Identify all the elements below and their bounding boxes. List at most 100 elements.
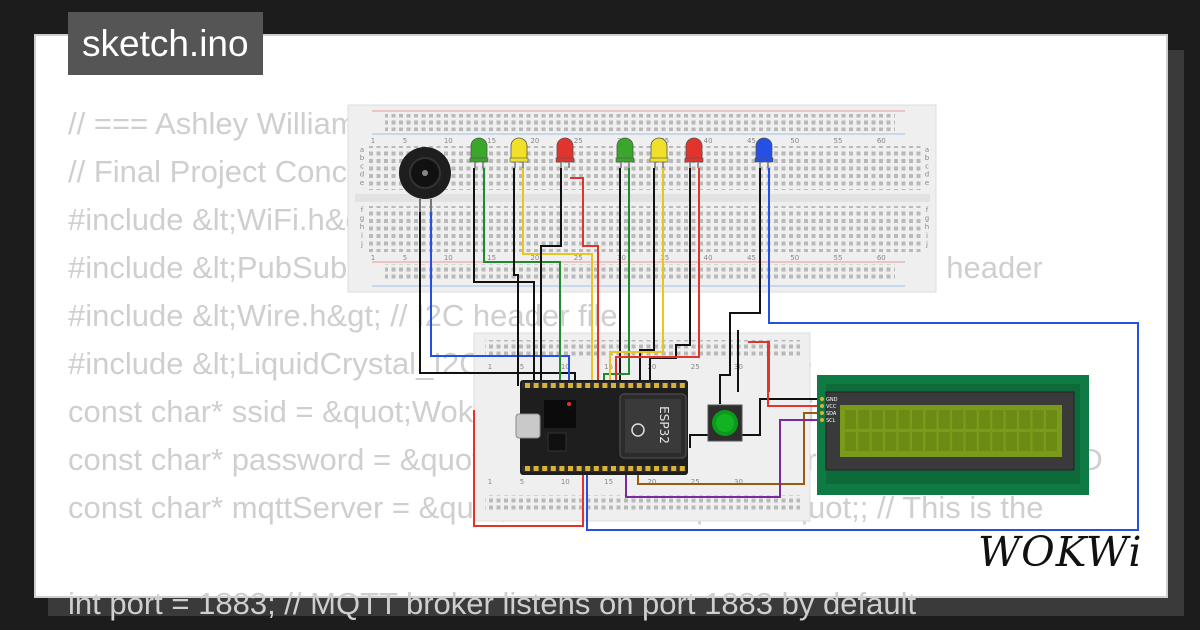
breadboard-column-number: 15 <box>487 137 496 145</box>
breadboard-column-number: 1 <box>488 363 492 371</box>
lcd-char-cell <box>952 410 964 429</box>
esp32-pin <box>671 466 677 471</box>
breadboard-row-letter: f <box>926 206 929 214</box>
breadboard-column-number: 15 <box>604 478 613 486</box>
breadboard-column-number: 25 <box>691 363 700 371</box>
breadboard-column-number: 1 <box>371 137 375 145</box>
led <box>754 137 774 168</box>
lcd-char-cell <box>1005 410 1017 429</box>
esp32-pin <box>662 383 668 388</box>
breadboard-row-letter: i <box>361 232 363 240</box>
breadboard-row-letter: a <box>925 146 929 154</box>
esp32-pin <box>533 383 539 388</box>
lcd-char-cell <box>979 432 990 451</box>
esp32-pin <box>679 383 685 388</box>
breadboard-column-number: 25 <box>574 254 583 262</box>
esp32-pin <box>533 466 539 471</box>
led <box>509 137 529 168</box>
esp32-pin <box>628 383 634 388</box>
breadboard-column-number: 5 <box>520 478 524 486</box>
esp32-pin <box>654 383 659 388</box>
lcd-char-cell <box>871 432 883 451</box>
breadboard-row-letter: j <box>925 240 928 248</box>
breadboard-row-letter: f <box>361 206 364 214</box>
lcd-char-cell <box>1019 410 1031 429</box>
breadboard-column-number: 20 <box>647 363 656 371</box>
lcd-pin <box>820 411 824 415</box>
esp32-pin <box>636 466 642 471</box>
lcd-char-cell <box>885 432 897 451</box>
breadboard-column-number: 25 <box>574 137 583 145</box>
esp32-pin <box>550 466 556 471</box>
breadboard-column-number: 40 <box>704 254 713 262</box>
code-line: #include &lt;Wire.h&gt; // I2C header fi… <box>68 298 618 333</box>
esp32-pin <box>662 466 668 471</box>
esp32-pin <box>576 466 582 471</box>
lcd-char-cell <box>858 432 870 451</box>
buzzer <box>399 147 451 212</box>
breadboard-column-number: 50 <box>790 137 799 145</box>
esp32-pin <box>542 383 548 388</box>
breadboard-row-letter: a <box>360 146 364 154</box>
breadboard-column-number: 10 <box>444 137 453 145</box>
push-button[interactable] <box>707 404 743 442</box>
lcd-char-cell <box>871 410 883 429</box>
breadboard-column-number: 30 <box>734 478 743 486</box>
lcd-char-cell <box>952 432 964 451</box>
breadboard-column-number: 20 <box>530 137 539 145</box>
esp32-pin <box>576 383 582 388</box>
led <box>469 137 489 168</box>
esp32-devkit: ESP32 <box>515 380 688 475</box>
lcd-char-cell <box>938 410 950 429</box>
esp32-pin <box>619 383 625 388</box>
breadboard-column-number: 1 <box>371 254 375 262</box>
breadboard-row-letter: h <box>925 223 929 231</box>
breadboard-row-letter: i <box>926 232 928 240</box>
esp32-label: ESP32 <box>657 406 671 444</box>
lcd-char-cell <box>898 432 910 451</box>
lcd-pin <box>820 404 824 408</box>
lcd-pin-label: SDA <box>826 411 837 417</box>
breadboard-column-number: 30 <box>617 254 626 262</box>
breadboard-column-number: 5 <box>520 363 524 371</box>
led <box>684 137 704 168</box>
esp32-pin <box>550 383 556 388</box>
breadboard-column-number: 10 <box>561 478 570 486</box>
esp32-pin <box>671 383 677 388</box>
lcd-char-cell <box>938 432 950 451</box>
file-tab-title: sketch.ino <box>68 12 263 75</box>
lcd-pin <box>820 418 824 422</box>
breadboard-column-number: 35 <box>660 254 669 262</box>
lcd-char-cell <box>992 432 1004 451</box>
breadboard-row-letter: c <box>925 162 929 170</box>
lcd-char-cell <box>912 432 923 451</box>
lcd-char-cell <box>1019 432 1031 451</box>
lcd-char-cell <box>1032 410 1044 429</box>
esp32-pin <box>636 383 642 388</box>
breadboard-column-number: 55 <box>834 137 843 145</box>
esp32-pin <box>645 466 651 471</box>
breadboard-top: 1155101015152020252530303535404045455050… <box>347 104 937 293</box>
esp32-pin <box>568 383 573 388</box>
breadboard-row-letter: d <box>925 171 929 179</box>
breadboard-column-number: 10 <box>561 363 570 371</box>
breadboard-row-letter: e <box>360 179 364 187</box>
esp32-pin <box>602 466 608 471</box>
breadboard-row-letter: j <box>360 240 363 248</box>
lcd-char-cell <box>979 410 990 429</box>
lcd-char-cell <box>1005 432 1017 451</box>
breadboard-column-number: 5 <box>403 137 407 145</box>
lcd-pin-label: GND <box>826 397 838 403</box>
esp32-pin <box>559 466 565 471</box>
esp32-pin <box>525 383 530 388</box>
esp32-pin <box>611 383 616 388</box>
esp32-pin <box>585 383 591 388</box>
breadboard-column-number: 45 <box>747 137 756 145</box>
led <box>555 137 575 168</box>
lcd-pin <box>820 397 824 401</box>
lcd-char-cell <box>845 410 856 429</box>
breadboard-column-number: 60 <box>877 137 886 145</box>
lcd-char-cell <box>885 410 897 429</box>
esp32-pin <box>568 466 573 471</box>
led <box>649 137 669 168</box>
